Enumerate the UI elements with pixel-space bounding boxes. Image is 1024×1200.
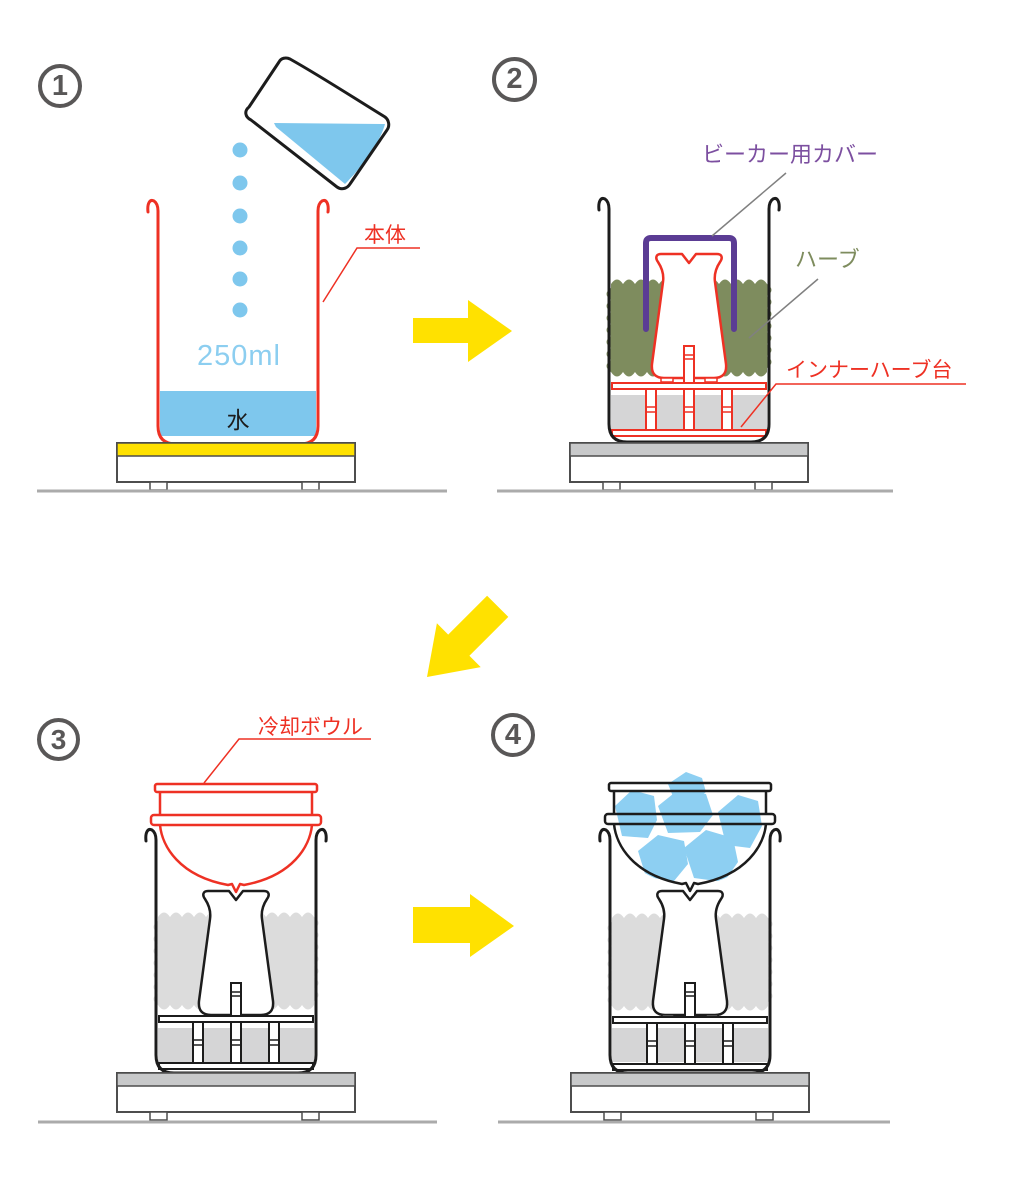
leader-line-herb [748, 278, 819, 339]
hotplate-base [570, 1072, 810, 1121]
label-inner-herb-stand: インナーハーブ台 [786, 359, 953, 382]
hotplate-base-yellow [116, 442, 356, 491]
hotplate-base [116, 1072, 356, 1121]
water-label: 水 [226, 407, 250, 433]
label-herb: ハーブ [795, 247, 860, 272]
label-body: 本体 [364, 224, 406, 247]
step-number-3: 3 [37, 718, 80, 761]
label-beaker-cover: ビーカー用カバー [702, 142, 879, 167]
inner-flask [651, 889, 729, 1023]
volume-label: 250ml [197, 340, 281, 372]
hotplate-base [569, 442, 809, 491]
label-cooling-bowl: 冷却ボウル [258, 716, 363, 739]
beaker-cover-purple [643, 235, 737, 332]
pouring-beaker [244, 56, 391, 191]
inner-flask [197, 889, 275, 1023]
inner-flask-red [650, 252, 728, 386]
step4-illustration [498, 772, 890, 1124]
step1-illustration [37, 56, 447, 493]
step-number-1: 1 [38, 64, 82, 108]
leader-line-body [322, 247, 420, 303]
leader-line-cover [711, 172, 787, 237]
water-fill [160, 391, 316, 436]
step2-illustration [497, 196, 893, 493]
leader-line-inner-stand [740, 383, 966, 428]
water-droplets [232, 142, 248, 318]
cooling-bowl-red [149, 782, 323, 894]
step-number-2: 2 [492, 57, 537, 102]
step-number-4: 4 [491, 713, 535, 757]
arrow-down-left-icon [427, 595, 509, 677]
arrow-right-icon [413, 300, 512, 362]
arrow-right-icon [413, 894, 514, 957]
leader-line-cooling-bowl [203, 738, 371, 784]
step3-illustration [38, 782, 437, 1124]
